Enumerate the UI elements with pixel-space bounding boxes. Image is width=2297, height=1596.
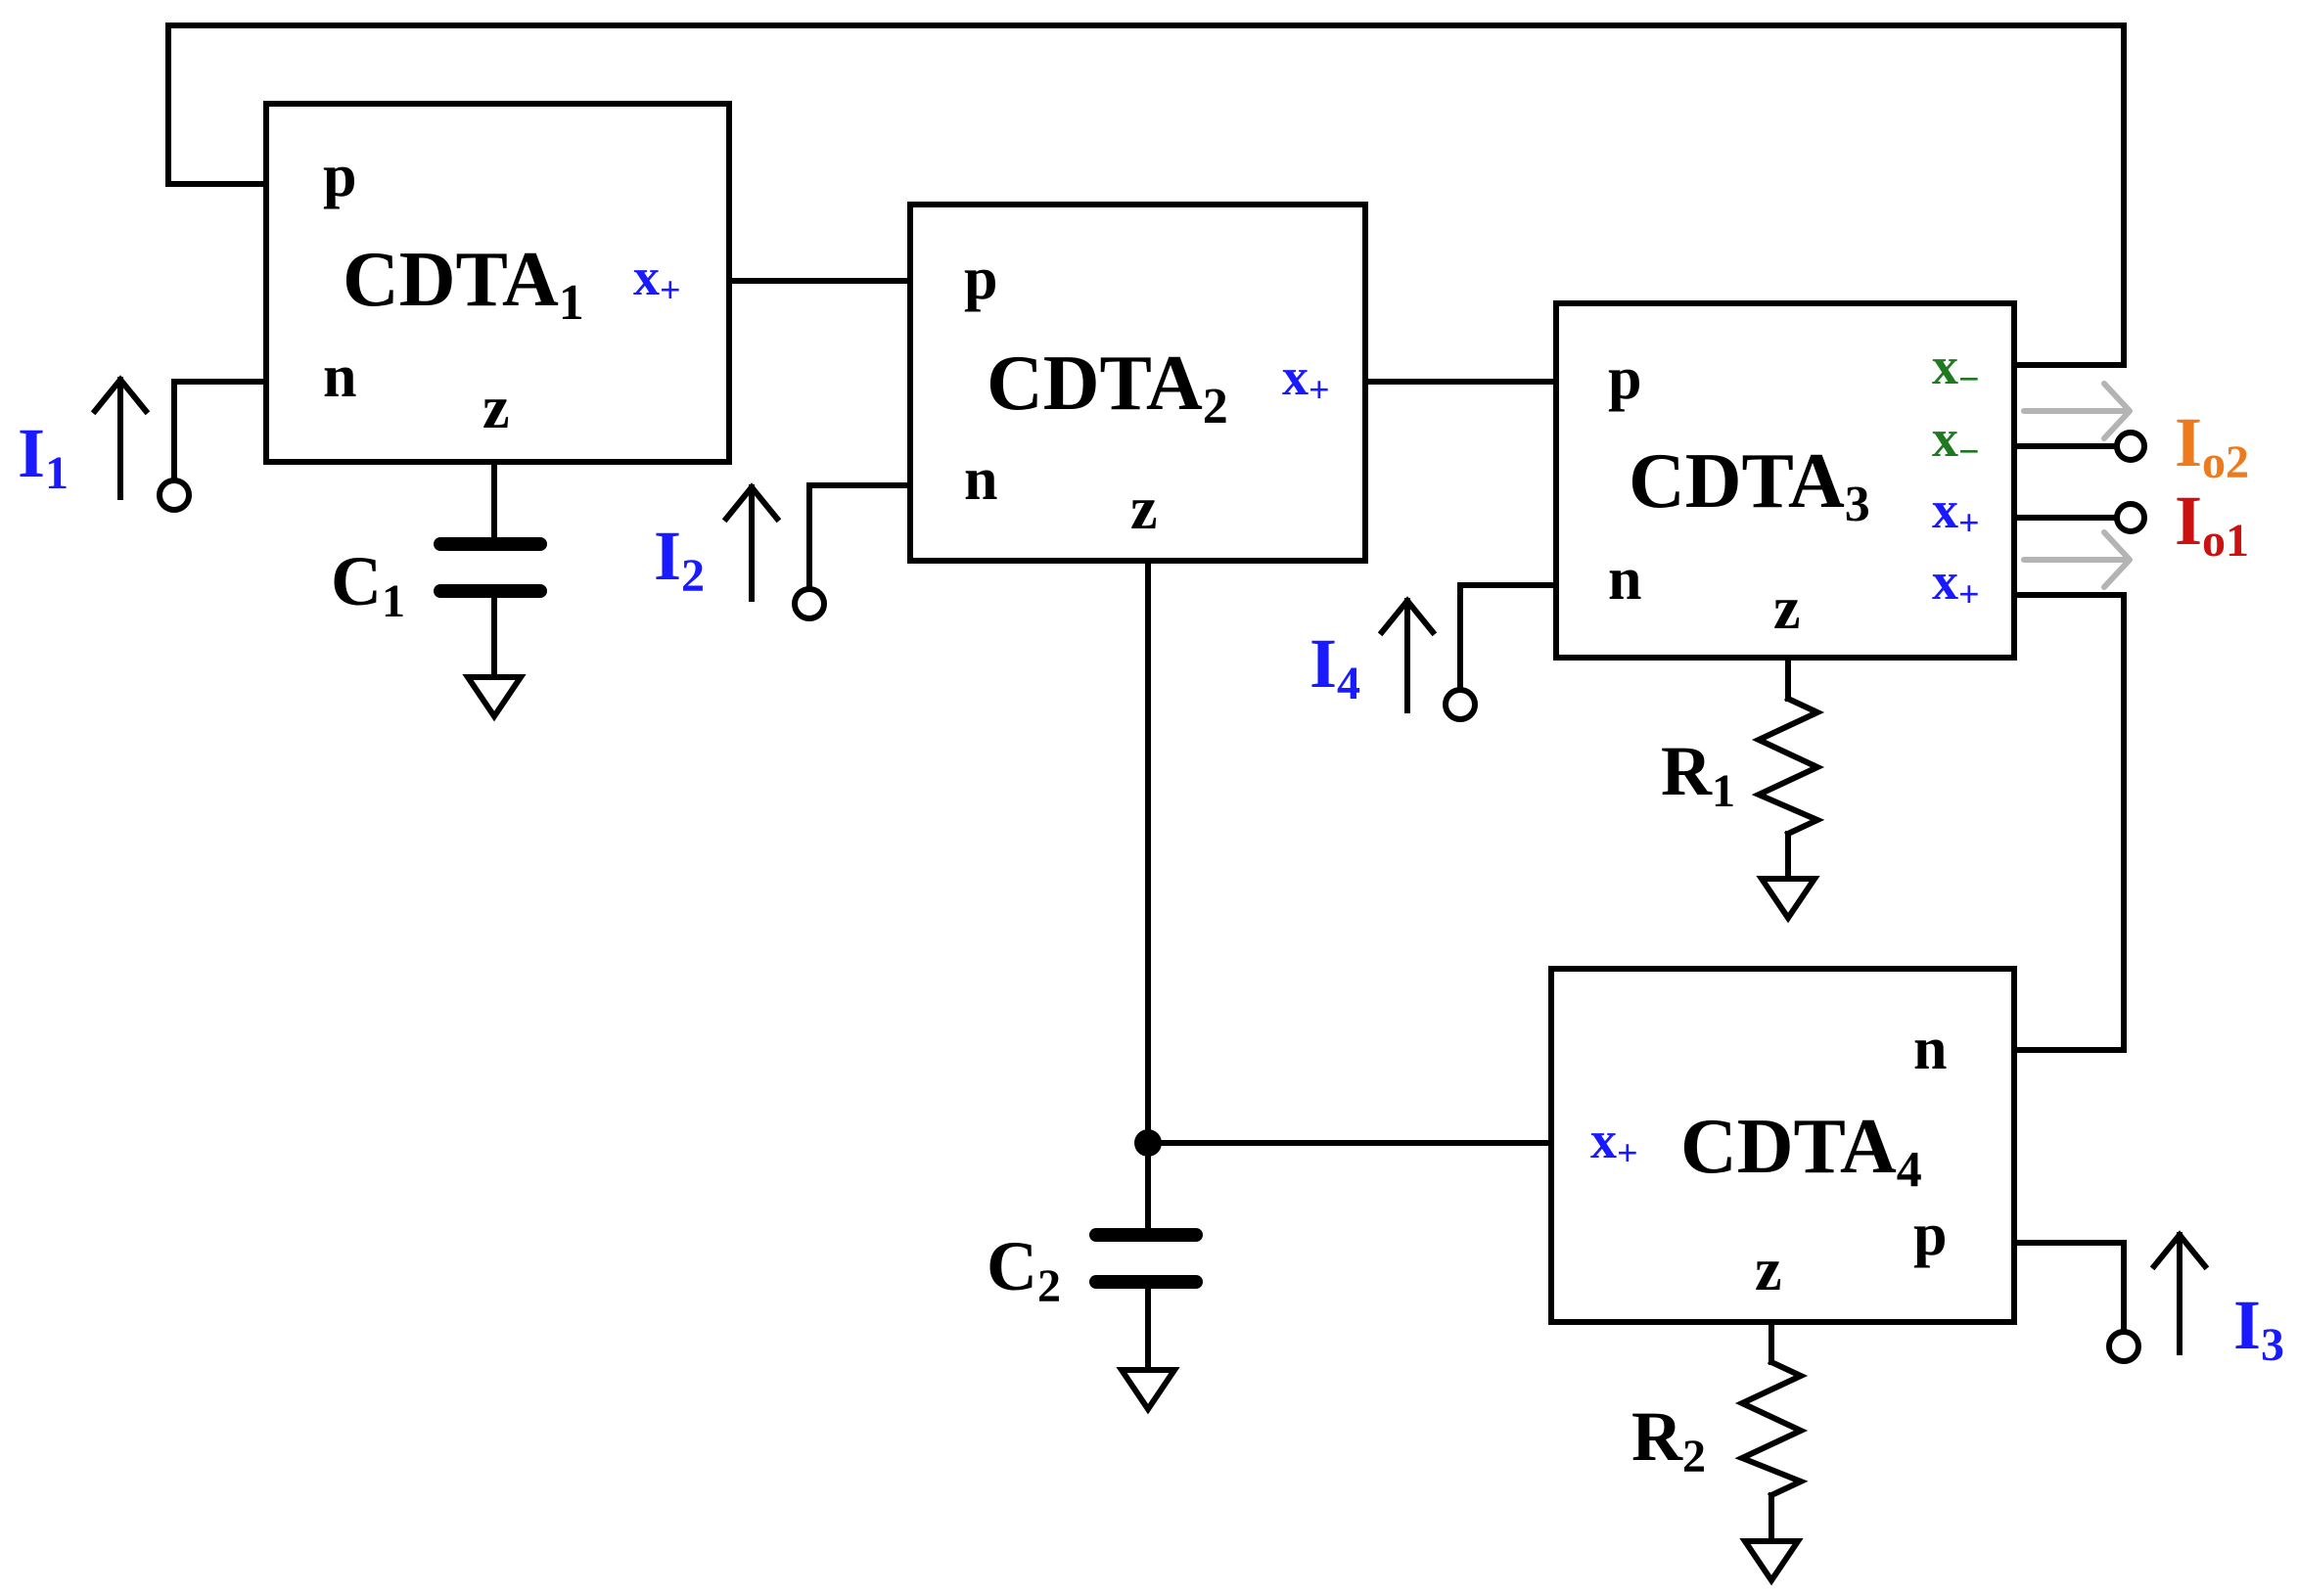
ground-icon	[1116, 1367, 1180, 1415]
cdta2-x-label: x+	[1282, 347, 1330, 411]
resistor-r2: R2	[1631, 1358, 1809, 1499]
io2-arrowhead-icon	[2101, 381, 2133, 441]
capacitor-c1: C1	[331, 537, 547, 627]
cdta3-z-label: z	[1773, 575, 1801, 642]
cdta3-n-label: n	[1608, 546, 1641, 613]
cdta4-x-label: x+	[1590, 1111, 1638, 1174]
c1-label: C1	[331, 542, 405, 627]
i1-arrowhead-icon	[90, 375, 151, 416]
i2-terminal[interactable]	[792, 586, 827, 621]
ground-icon	[1756, 876, 1820, 924]
cdta2-title: CDTA2	[987, 341, 1228, 434]
wire-i2	[806, 482, 913, 590]
io2-terminal[interactable]	[2114, 430, 2147, 463]
cdta2-box	[907, 202, 1368, 564]
cdta3-xminus1-label: x−	[1932, 337, 1980, 400]
cdta4-title: CDTA4	[1680, 1104, 1922, 1198]
cdta3-title: CDTA3	[1629, 438, 1870, 532]
io2-label: Io2	[2175, 403, 2249, 488]
ground-icon	[1739, 1538, 1804, 1586]
wire-i3	[2001, 1240, 2127, 1334]
cdta4-block: n p z CDTA4 x+	[1548, 966, 2017, 1325]
r2-zigzag	[1734, 1358, 1809, 1499]
i3-label: I3	[2233, 1286, 2284, 1371]
junction-dot	[1134, 1129, 1162, 1157]
output-io2: Io2	[2021, 381, 2249, 488]
wires	[165, 23, 2127, 1544]
cdta1-box	[263, 101, 732, 465]
i4-label: I4	[1309, 624, 1360, 709]
cdta4-box	[1548, 966, 2017, 1325]
input-i3: I3	[2106, 1230, 2284, 1371]
input-i2: I2	[654, 482, 827, 621]
wire-cdta3-x-to-cdta4-n	[2011, 592, 2127, 1053]
cdta1-block: p n z CDTA1 x+	[263, 101, 732, 465]
feedback-wire-top	[165, 23, 2127, 368]
cdta1-z-label: z	[482, 375, 510, 441]
r1-label: R1	[1661, 732, 1735, 817]
io1-arrowhead-icon	[2101, 529, 2133, 590]
i3-arrowhead-icon	[2149, 1230, 2210, 1271]
output-io1: Io1	[2021, 481, 2249, 590]
cdta3-xminus2-label: x−	[1932, 409, 1980, 473]
grounds	[462, 674, 1820, 1586]
cdta3-box	[1553, 300, 2017, 661]
input-i1: I1	[18, 375, 192, 513]
i1-terminal[interactable]	[157, 478, 192, 513]
io1-terminal[interactable]	[2114, 501, 2147, 534]
io1-label: Io1	[2175, 481, 2249, 567]
cdta1-x-label: x+	[633, 248, 681, 311]
cdta3-p-label: p	[1608, 345, 1641, 412]
cdta1-title: CDTA1	[343, 237, 584, 331]
cdta4-n-label: n	[1913, 1016, 1947, 1082]
ground-icon	[462, 674, 527, 722]
cdta4-p-label: p	[1913, 1202, 1947, 1268]
wire-cdta2-z-to-cdta4-x	[1145, 558, 1554, 1146]
resistor-r1: R1	[1661, 695, 1825, 838]
i1-label: I1	[18, 414, 69, 499]
r2-label: R2	[1631, 1397, 1706, 1482]
i2-arrowhead-icon	[721, 482, 782, 524]
cdta1-n-label: n	[323, 343, 356, 410]
c2-label: C2	[987, 1227, 1061, 1312]
cdta3-xplus1-label: x+	[1932, 480, 1980, 544]
cdta1-p-label: p	[323, 143, 356, 209]
cdta2-n-label: n	[964, 446, 997, 513]
cdta2-p-label: p	[964, 246, 997, 312]
cdta2-z-label: z	[1130, 476, 1158, 542]
r1-zigzag	[1751, 695, 1825, 838]
i4-terminal[interactable]	[1443, 687, 1478, 722]
i4-arrowhead-icon	[1377, 596, 1438, 637]
i2-label: I2	[654, 517, 705, 602]
cdta3-xplus2-label: x+	[1932, 552, 1980, 616]
wire-i1	[171, 379, 269, 482]
cdta2-block: p n z CDTA2 x+	[907, 202, 1368, 564]
wire-i4	[1457, 582, 1559, 691]
cdta3-block: p n z CDTA3 x− x− x+ x+	[1553, 300, 2017, 661]
i3-terminal[interactable]	[2106, 1329, 2141, 1364]
input-i4: I4	[1309, 596, 1478, 722]
cdta4-z-label: z	[1755, 1237, 1782, 1303]
capacitor-c2: C2	[987, 1227, 1203, 1312]
